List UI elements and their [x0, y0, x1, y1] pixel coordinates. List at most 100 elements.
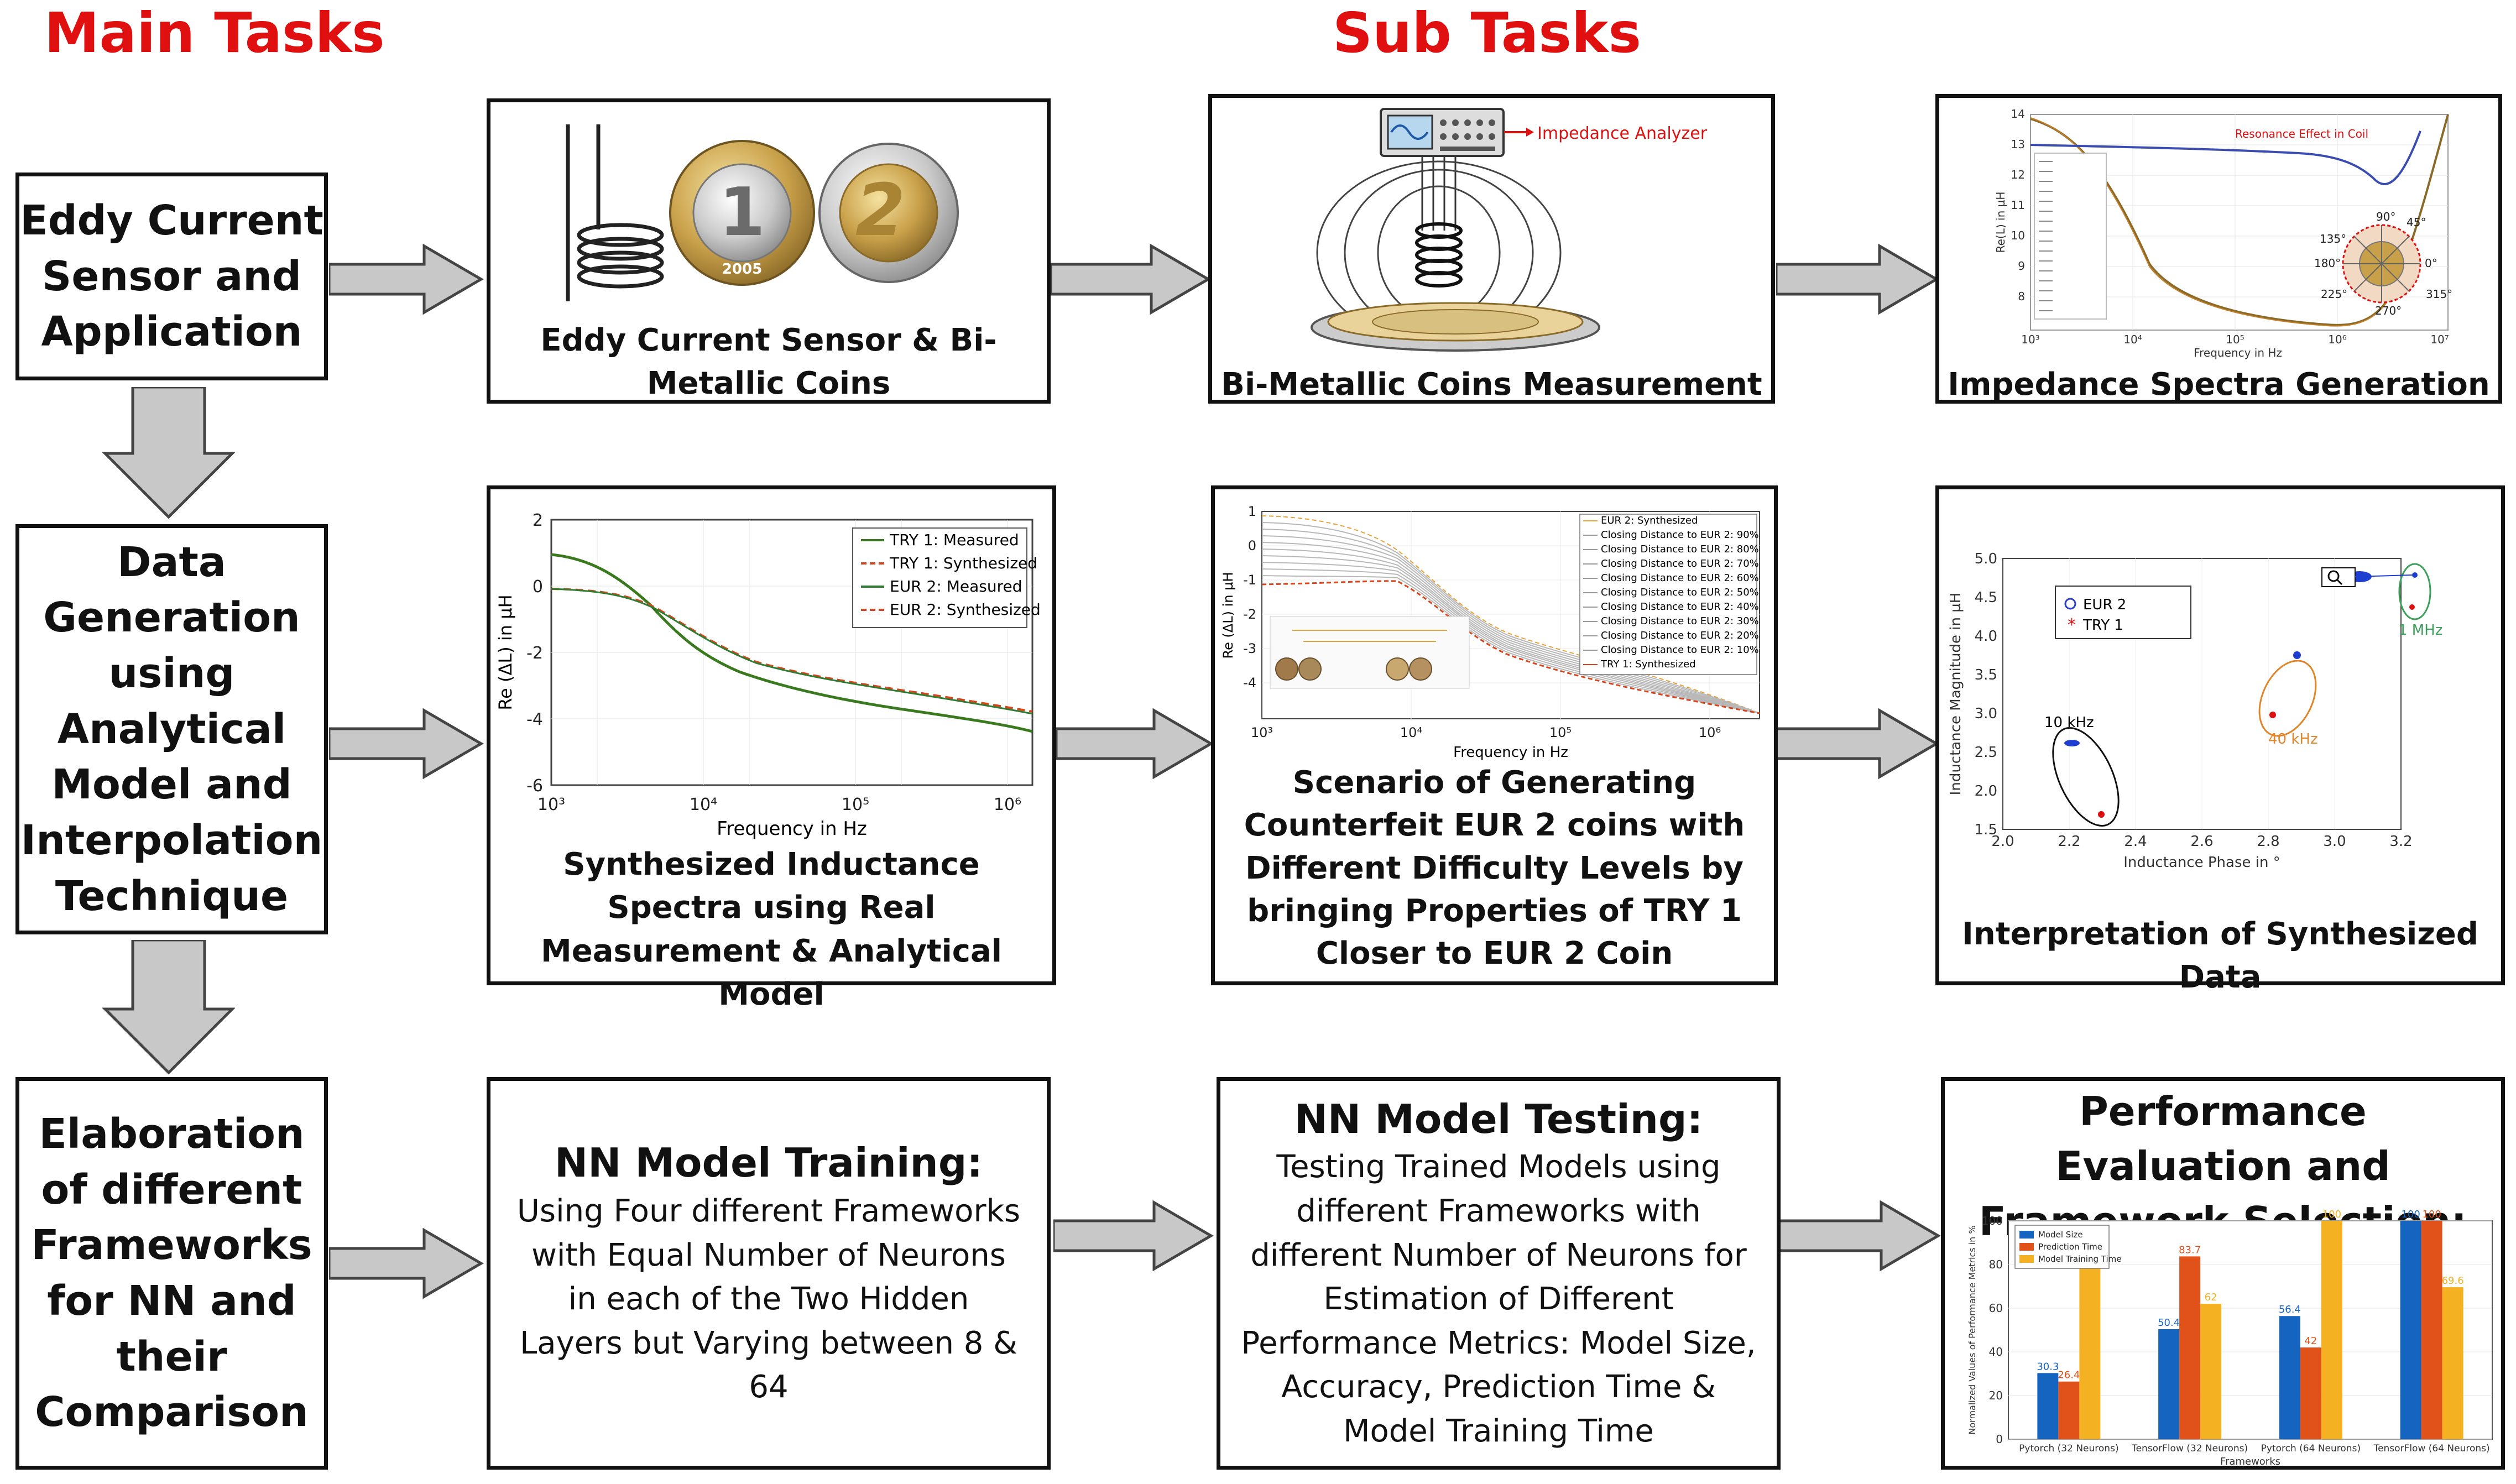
chart-data-label: 56.4	[2279, 1304, 2301, 1315]
chart-bar	[2037, 1373, 2059, 1439]
down-arrow-1	[102, 387, 235, 519]
measurement-box: Impedance Analyzer Bi-Metallic Coins Mea…	[1208, 94, 1775, 404]
perf-box: Performance Evaluation and Framework Sel…	[1941, 1077, 2505, 1470]
main-task-3: Elaboration of different Frameworks for …	[15, 1077, 328, 1470]
coin-plate-icon	[1311, 302, 1600, 352]
measurement-illustration: Impedance Analyzer	[1311, 108, 1708, 352]
angle-315: 315°	[2426, 288, 2452, 301]
main-task-1-label: Eddy Current Sensor and Application	[20, 197, 323, 356]
right-arrow-r2-1	[329, 708, 484, 780]
testing-body: Testing Trained Models using different F…	[1241, 1149, 1756, 1449]
chart-ytick: 40	[1989, 1345, 2003, 1358]
right-arrow-r2-2	[1056, 708, 1214, 780]
synth-ytick: -2	[526, 644, 543, 663]
spectra-ytick: 9	[2018, 259, 2025, 273]
spectra-ytick: 14	[2011, 107, 2025, 121]
training-title: NN Model Training:	[554, 1140, 983, 1187]
sensor-coins-box: 1 2005 2 Eddy Current Sensor & Bi-Metall…	[487, 98, 1051, 404]
scenario-legend-item: Closing Distance to EUR 2: 70%	[1601, 558, 1759, 569]
spectra-xtick: 10⁷	[2430, 333, 2449, 346]
angle-180: 180°	[2314, 257, 2341, 270]
interp-ytick: 3.0	[1975, 706, 1997, 722]
synth-ytick: 2	[533, 511, 543, 530]
interp-ytick: 2.0	[1975, 783, 1997, 800]
scenario-coins-inset	[1270, 616, 1470, 689]
chart-legend-swatch	[2019, 1231, 2034, 1239]
right-arrow-r1-1	[329, 243, 484, 315]
interp-legend: * EUR 2 TRY 1	[2055, 586, 2191, 639]
chart-ytick: 0	[1996, 1433, 2003, 1446]
scenario-legend-item: Closing Distance to EUR 2: 60%	[1601, 572, 1759, 584]
interp-xtick: 3.2	[2389, 833, 2412, 850]
scenario-ytick: -4	[1243, 675, 1256, 691]
coin-year-label: 2005	[722, 261, 762, 278]
chart-data-label: 26.4	[2058, 1370, 2080, 1381]
spectra-box: Resonance Effect in Coil 90° 45° 135° 18…	[1935, 94, 2502, 404]
scenario-legend-item: Closing Distance to EUR 2: 90%	[1601, 529, 1759, 541]
angle-dial-icon	[2342, 224, 2421, 304]
interp-ytick: 4.0	[1975, 628, 1997, 645]
synth-ytick: 0	[533, 577, 543, 597]
interp-box: * EUR 2 TRY 1 10 kHz 40 kHz 1 MHz 5.0	[1935, 485, 2505, 995]
chart-xtick: Pytorch (64 Neurons)	[2261, 1443, 2361, 1454]
scenario-legend-item: Closing Distance to EUR 2: 30%	[1601, 615, 1759, 627]
spectra-ylabel: Re(L) in µH	[1994, 192, 2007, 253]
angle-225: 225°	[2321, 288, 2347, 301]
synth-ytick: -6	[526, 776, 543, 796]
scenario-legend-item: Closing Distance to EUR 2: 10%	[1601, 644, 1759, 656]
main-task-3-label: Elaboration of different Frameworks for …	[31, 1110, 312, 1436]
synth-caption: Synthesized Inductance Spectra using Rea…	[541, 846, 1002, 1013]
chart-data-label: 69.6	[2442, 1275, 2464, 1287]
chart-data-label: 100	[2422, 1209, 2441, 1220]
chart-ytick: 60	[1989, 1302, 2003, 1315]
spectra-xtick: 10⁶	[2328, 333, 2346, 346]
chart-bar	[2421, 1221, 2442, 1439]
synth-ylabel: Re (ΔL) in µH	[495, 594, 516, 710]
interp-ytick: 1.5	[1975, 822, 1997, 838]
chart-bar	[2300, 1347, 2321, 1439]
chart-legend-item: Model Size	[2038, 1230, 2083, 1240]
main-task-2-label: Data Generation using Analytical Model a…	[20, 538, 323, 920]
main-task-1: Eddy Current Sensor and Application	[15, 173, 328, 380]
angle-90: 90°	[2376, 210, 2395, 223]
interp-xtick: 2.8	[2257, 833, 2279, 850]
chart-data-label: 100	[2322, 1209, 2341, 1220]
synth-spectra-plot: TRY 1: Measured TRY 1: Synthesized EUR 2…	[495, 511, 1041, 840]
right-arrow-r3-1	[329, 1227, 484, 1299]
svg-text:*: *	[2068, 615, 2076, 635]
scenario-legend-item: EUR 2: Synthesized	[1601, 515, 1698, 526]
eur-coin-icon: 2	[818, 143, 959, 283]
interp-ylabel: Inductance Magnitude in µH	[1948, 593, 1964, 796]
interp-xtick: 2.2	[2058, 833, 2080, 850]
chart-xtick: Pytorch (32 Neurons)	[2019, 1443, 2118, 1454]
interp-ytick: 3.5	[1975, 667, 1997, 683]
spectra-caption: Impedance Spectra Generation	[1948, 367, 2490, 403]
right-arrow-r3-2	[1053, 1200, 1214, 1272]
interp-xtick: 2.6	[2190, 833, 2213, 850]
sub-tasks-header: Sub Tasks	[1333, 1, 1641, 65]
interp-caption: Interpretation of Synthesized Data	[1962, 916, 2478, 996]
synth-xtick: 10⁶	[994, 795, 1021, 814]
chart-ytick: 80	[1989, 1258, 2003, 1271]
chart-legend-item: Model Training Time	[2038, 1254, 2121, 1264]
scenario-xtick: 10⁵	[1549, 725, 1572, 740]
training-box: NN Model Training: Using Four different …	[487, 1077, 1051, 1470]
synth-box: TRY 1: Measured TRY 1: Synthesized EUR 2…	[487, 485, 1056, 1012]
chart-bar	[2058, 1381, 2080, 1439]
chart-xlabel: Frameworks	[2220, 1456, 2280, 1467]
scenario-ytick: -1	[1243, 572, 1256, 588]
spectra-angle-labels: 90° 45° 135° 180° 0° 225° 315° 270°	[2314, 210, 2452, 317]
synth-legend-item: TRY 1: Measured	[889, 531, 1019, 549]
scenario-legend-item: Closing Distance to EUR 2: 40%	[1601, 601, 1759, 613]
spectra-legend	[2034, 153, 2107, 320]
interp-legend-eur: EUR 2	[2083, 597, 2126, 613]
chart-bar	[2179, 1256, 2201, 1439]
scenario-ytick: -2	[1243, 607, 1256, 622]
interp-ytick: 5.0	[1975, 551, 1997, 567]
chart-data-label: 50.4	[2158, 1317, 2180, 1329]
chart-legend-item: Prediction Time	[2038, 1242, 2102, 1252]
impedance-analyzer-icon	[1380, 108, 1505, 157]
interp-label-40khz: 40 kHz	[2268, 731, 2318, 748]
spectra-xtick: 10⁵	[2226, 333, 2244, 346]
